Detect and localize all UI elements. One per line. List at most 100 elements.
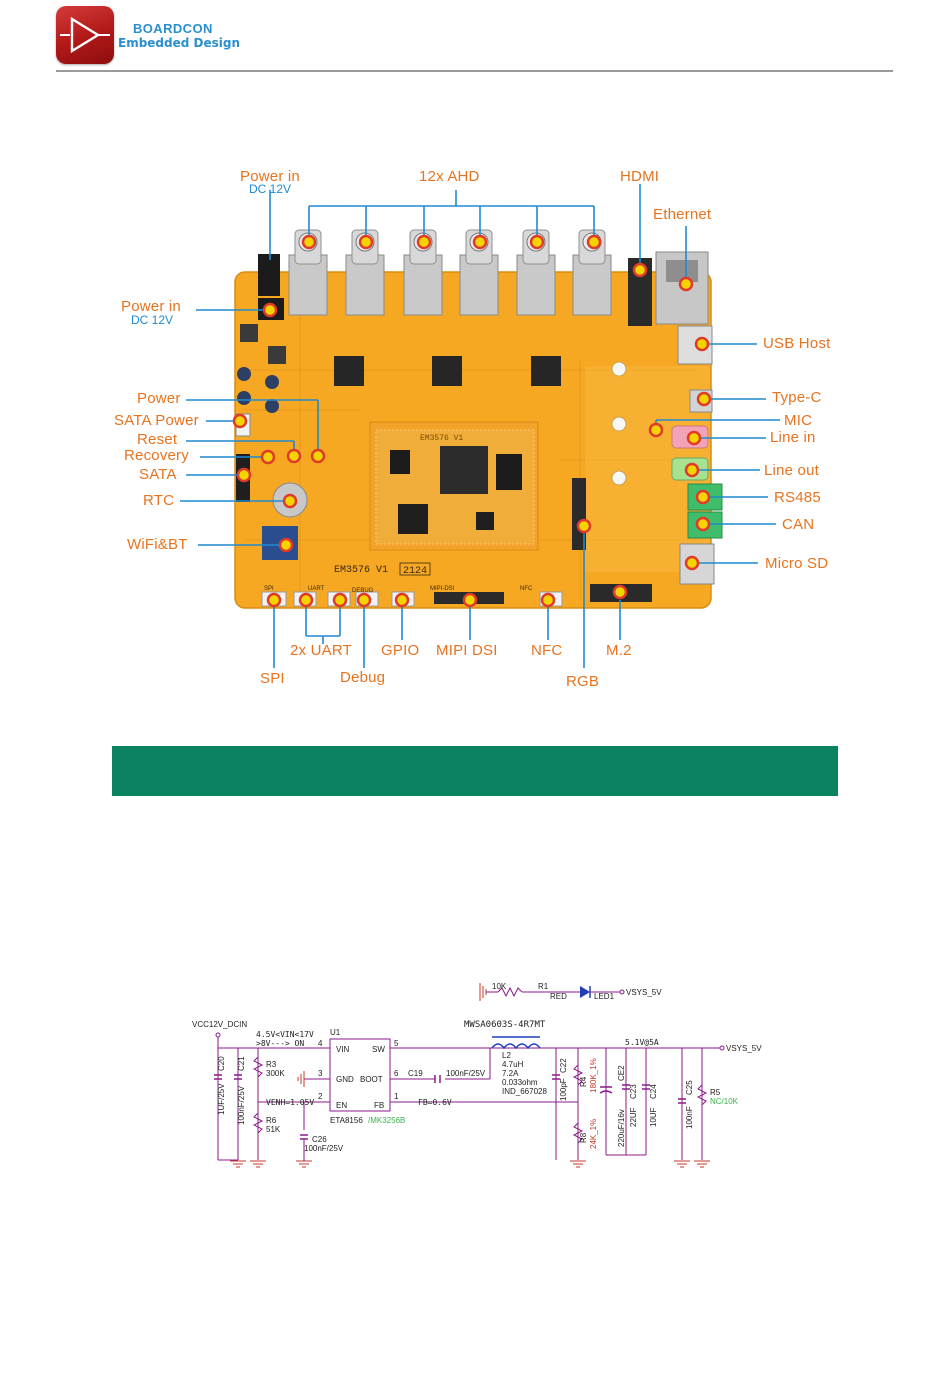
led-ref: LED1 xyxy=(594,992,615,1001)
ic-pin-gnd: GND xyxy=(336,1075,354,1084)
vin-note: 4.5V<VIN<17V xyxy=(256,1030,314,1039)
ce2-ref: CE2 xyxy=(617,1065,626,1081)
ic-pin-fb: FB xyxy=(374,1101,384,1110)
ic-pin-en: EN xyxy=(336,1101,347,1110)
header-divider xyxy=(56,70,893,72)
silk-debug: DEBUG xyxy=(352,588,374,594)
c20-val: 1UF/25V xyxy=(217,1083,226,1115)
c22-val: 100pF xyxy=(559,1078,568,1101)
silk-nfc: NFC xyxy=(520,586,533,592)
c19-val: 100nF/25V xyxy=(446,1069,486,1078)
board-illustration: EM3576 V1 2124 EM3576 V1 DEBUG UART SPI … xyxy=(180,184,780,668)
fb-note: FB=0.6V xyxy=(418,1098,452,1107)
brand-logo xyxy=(56,6,114,64)
silk-model: EM3576 V1 xyxy=(334,565,388,576)
label-power: Power xyxy=(137,390,181,407)
inductor-l2 xyxy=(491,1043,541,1050)
label-reset: Reset xyxy=(137,431,178,448)
r1-value: 10K xyxy=(492,982,507,991)
ic-pin-num-gnd: 3 xyxy=(318,1069,323,1078)
led-net: VSYS_5V xyxy=(626,988,662,997)
section-header-bar xyxy=(112,746,838,796)
label-rgb: RGB xyxy=(566,673,600,690)
l2-val1: 4.7uH xyxy=(502,1060,524,1069)
label-ahd: 12x AHD xyxy=(419,168,480,185)
label-line-out: Line out xyxy=(764,462,819,479)
silk-date: 2124 xyxy=(403,566,427,577)
label-usb-host: USB Host xyxy=(763,335,831,352)
c24-ref: C24 xyxy=(649,1084,658,1099)
label-2x-uart: 2x UART xyxy=(290,642,352,659)
c19-ref: C19 xyxy=(408,1069,423,1078)
label-nfc: NFC xyxy=(531,642,563,659)
ahd-chip-3 xyxy=(531,356,561,386)
label-ethernet: Ethernet xyxy=(653,206,712,223)
r3-val: 300K xyxy=(266,1069,285,1078)
brand-name: BOARDCON xyxy=(133,21,213,36)
venh-note: VENH=1.05V xyxy=(266,1098,314,1107)
ic-pin-sw: SW xyxy=(372,1045,385,1054)
r3-ref: R3 xyxy=(266,1060,277,1069)
soc-chip xyxy=(440,446,488,494)
r4-val: 180K_1% xyxy=(589,1058,598,1093)
c21-val: 100nF/25V xyxy=(237,1085,246,1125)
c23-val: 22UF xyxy=(629,1107,638,1127)
label-sata-power: SATA Power xyxy=(114,412,199,429)
r6-ref: R6 xyxy=(266,1116,277,1125)
label-can: CAN xyxy=(782,516,815,533)
board-figure: EM3576 V1 2124 EM3576 V1 DEBUG UART SPI … xyxy=(0,160,950,700)
callout-lines xyxy=(180,184,780,668)
led-icon xyxy=(580,986,590,998)
ahd-chip-1 xyxy=(334,356,364,386)
c21-ref: C21 xyxy=(237,1056,246,1071)
r5-val: NC/10K xyxy=(710,1097,739,1106)
resistor-r1 xyxy=(497,986,523,998)
l2-val3: 0.033ohm xyxy=(502,1078,538,1087)
c25-ref: C25 xyxy=(685,1080,694,1095)
net-out-label: VSYS_5V xyxy=(726,1044,762,1053)
r8-ref: R8 xyxy=(579,1132,588,1143)
r8-val: 24K_1% xyxy=(589,1119,598,1149)
c26-val: 100nF/25V xyxy=(304,1144,344,1153)
dc-jack-top xyxy=(258,254,280,296)
c24-val: 10UF xyxy=(649,1107,658,1127)
label-mipi-dsi: MIPI DSI xyxy=(436,642,498,659)
silk-mipi: MIPI-DSI xyxy=(430,586,455,592)
led-color: RED xyxy=(550,992,567,1001)
play-triangle-logo-icon xyxy=(60,16,110,54)
bnc-connectors xyxy=(288,229,612,316)
ic-u1 xyxy=(329,1038,391,1112)
inductor-part: MWSA0603S-4R7MT xyxy=(464,1020,546,1030)
ic-pin-num-vin: 4 xyxy=(318,1039,323,1048)
r1-ref: R1 xyxy=(538,982,549,991)
label-gpio: GPIO xyxy=(381,642,420,659)
label-power-in-left: Power in xyxy=(121,298,181,315)
l2-val2: 7.2A xyxy=(502,1069,519,1078)
ic-pin-num-sw: 5 xyxy=(394,1039,399,1048)
r4-ref: R4 xyxy=(579,1076,588,1087)
c22-ref: C22 xyxy=(559,1058,568,1073)
ic-pin-num-fb: 1 xyxy=(394,1092,399,1101)
label-mic: MIC xyxy=(784,412,813,429)
ic-alt: /MK3256B xyxy=(368,1116,405,1125)
l2-val4: IND_667028 xyxy=(502,1087,547,1096)
label-micro-sd: Micro SD xyxy=(765,555,829,572)
r6-val: 51K xyxy=(266,1125,281,1134)
label-rtc: RTC xyxy=(143,492,175,509)
net-in-label: VCC12V_DCIN xyxy=(192,1020,247,1029)
r5-ref: R5 xyxy=(710,1088,721,1097)
label-type-c: Type-C xyxy=(772,389,822,406)
c23-ref: C23 xyxy=(629,1084,638,1099)
label-hdmi: HDMI xyxy=(620,168,660,185)
label-power-in-top: Power in xyxy=(240,168,300,185)
c26-ref: C26 xyxy=(312,1135,327,1144)
label-rs485: RS485 xyxy=(774,489,821,506)
silk-module: EM3576 V1 xyxy=(420,434,463,443)
ic-ref: U1 xyxy=(330,1028,341,1037)
label-spi: SPI xyxy=(260,670,285,687)
on-note: >8V---> ON xyxy=(256,1039,304,1048)
c20-ref: C20 xyxy=(217,1056,226,1071)
ic-pin-num-boot: 6 xyxy=(394,1069,399,1078)
label-line-in: Line in xyxy=(770,429,816,446)
out-note: 5.1V@5A xyxy=(625,1038,659,1047)
